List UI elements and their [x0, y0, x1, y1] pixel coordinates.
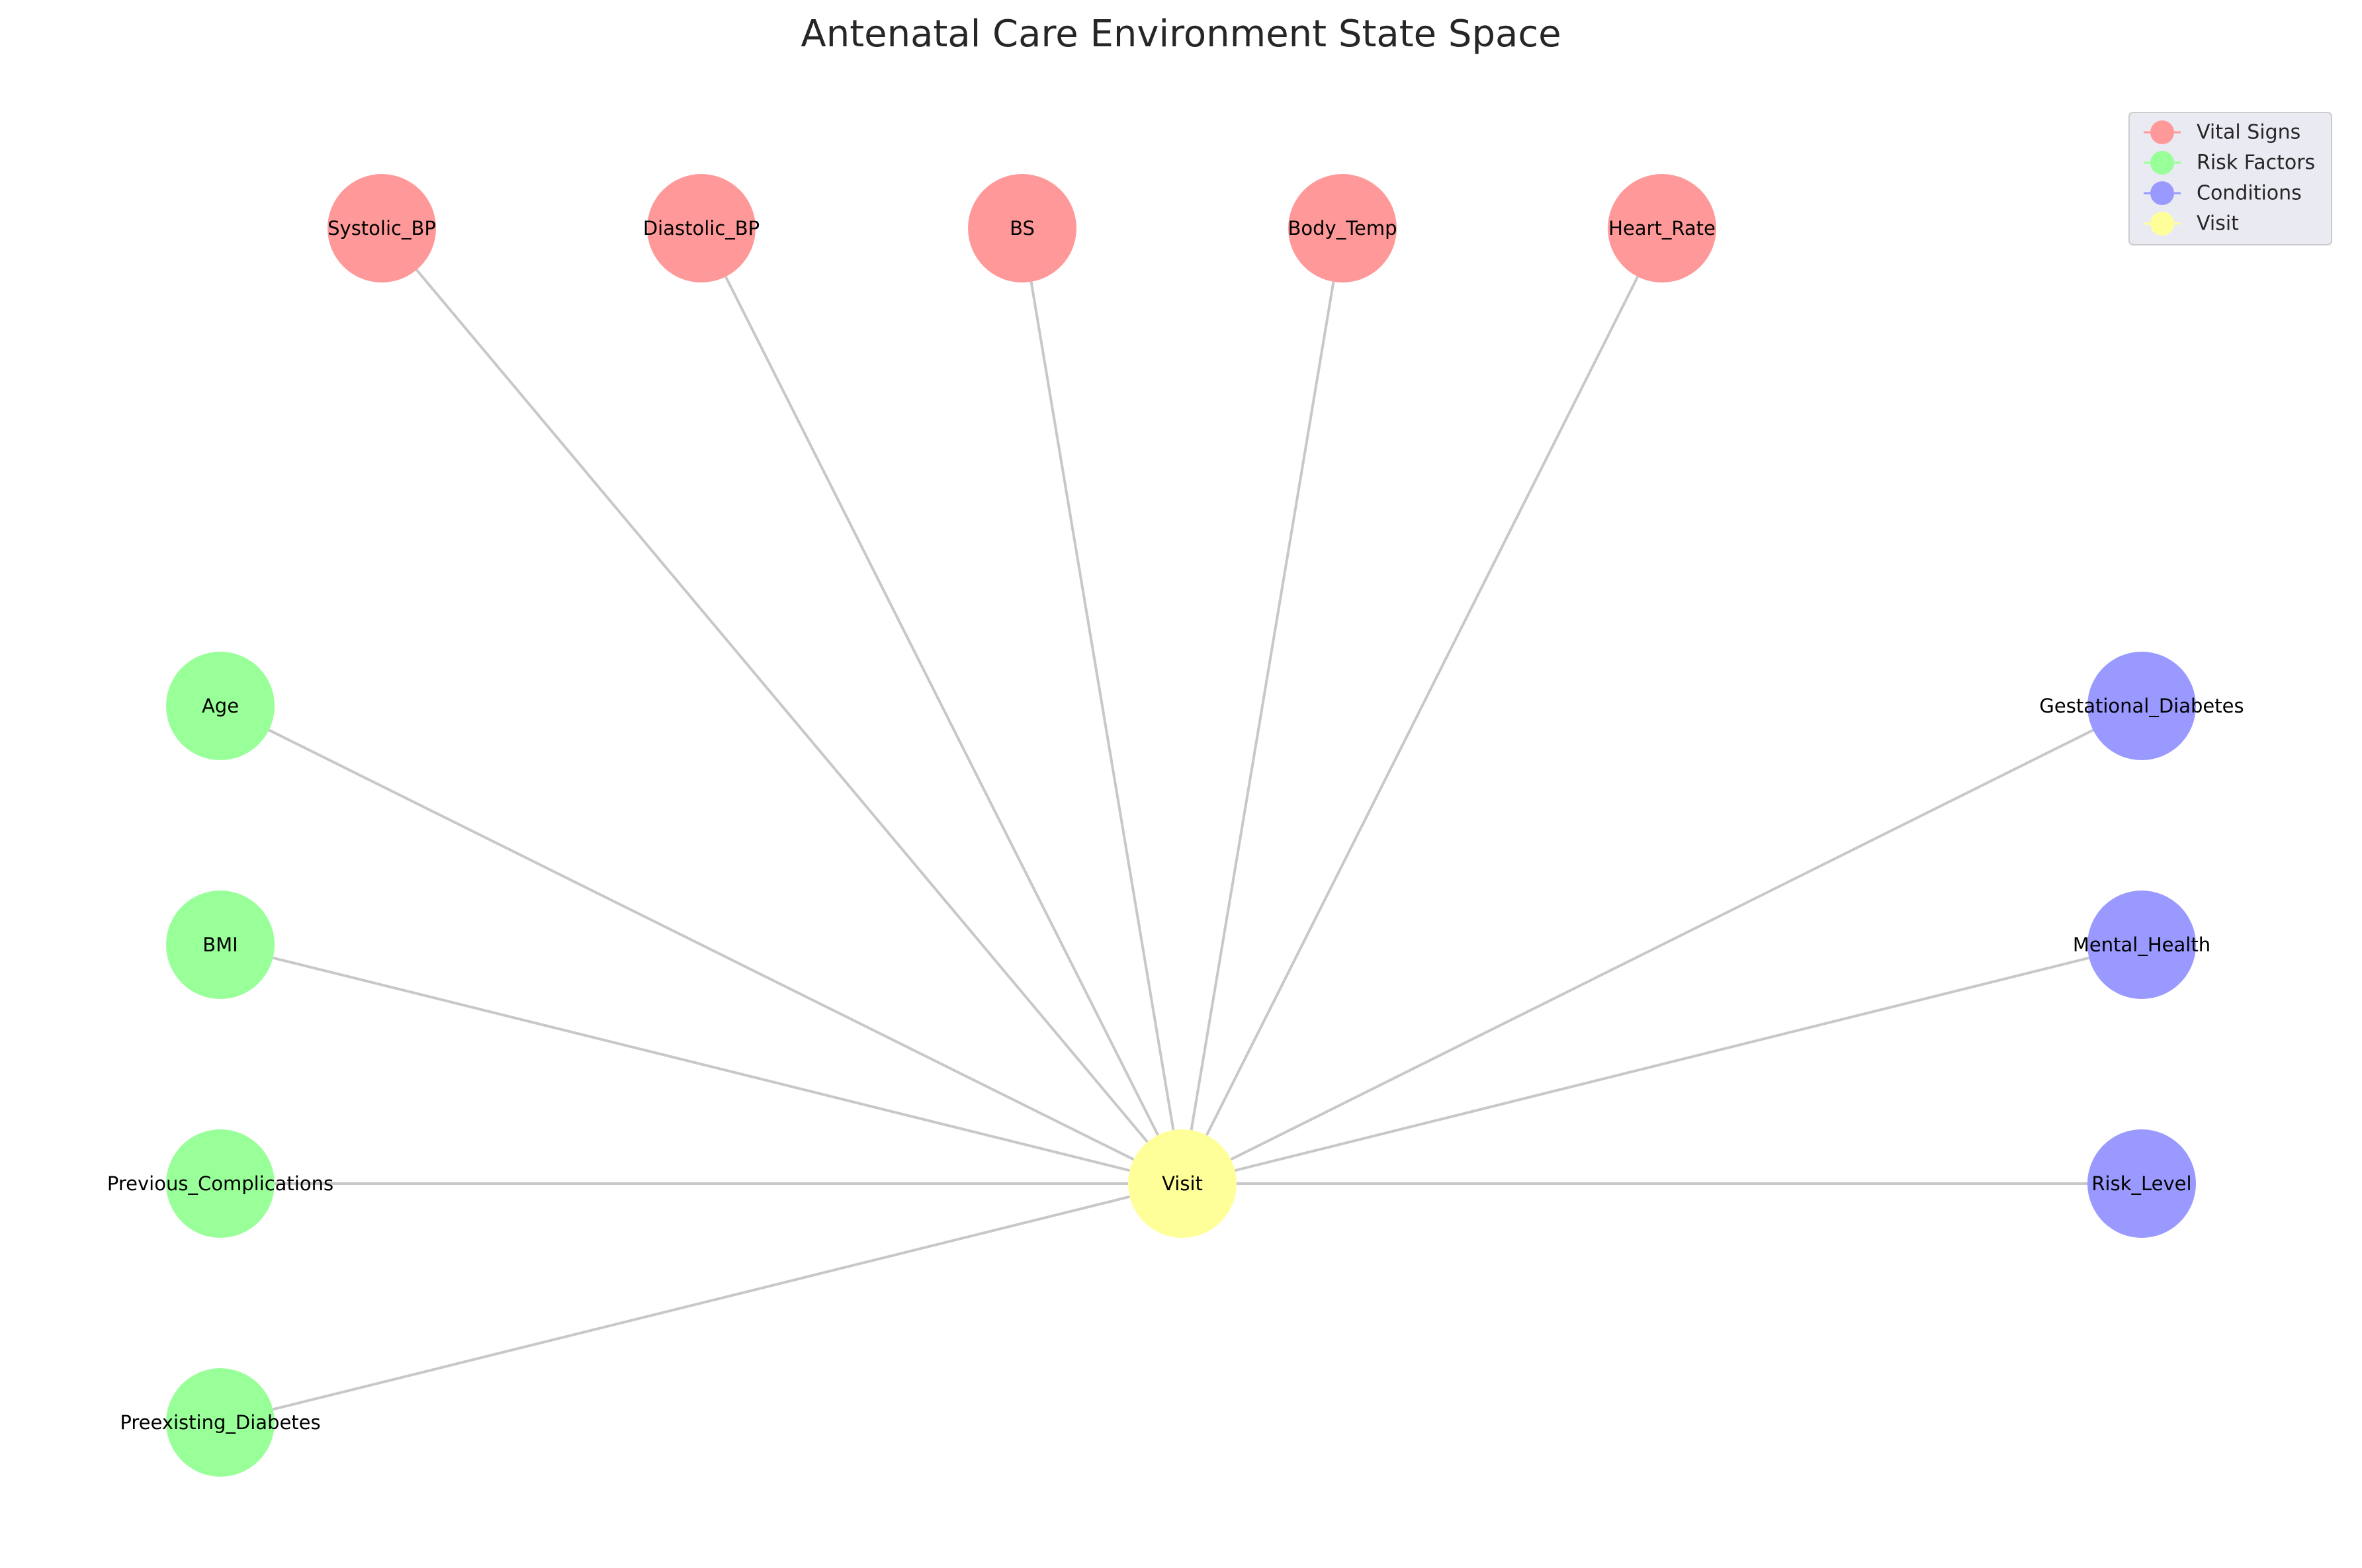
node-label-mental-health: Mental_Health — [2073, 934, 2210, 956]
legend-label-condition: Conditions — [2197, 182, 2302, 205]
node-label-gestational-diabetes: Gestational_Diabetes — [2039, 695, 2244, 717]
legend-item-vital: Vital Signs — [2144, 120, 2300, 144]
legend-marker-condition — [2150, 181, 2174, 205]
legend-item-risk: Risk Factors — [2144, 151, 2315, 175]
legend-marker-vital — [2150, 120, 2174, 144]
diagram-title: Antenatal Care Environment State Space — [801, 13, 1561, 56]
node-circle-risk-level — [2087, 1129, 2196, 1238]
node-visit: Visit — [1128, 1129, 1237, 1238]
node-circle-body-temp — [1288, 174, 1397, 283]
node-label-age: Age — [202, 695, 239, 717]
node-body-temp: Body_Temp — [1288, 174, 1397, 283]
edge-visit-mental-health — [1235, 956, 2089, 1172]
edges-layer — [268, 269, 2094, 1411]
node-bmi: BMI — [166, 891, 275, 999]
node-circle-systolic-bp — [328, 174, 436, 283]
node-heart-rate: Heart_Rate — [1608, 174, 1716, 283]
node-circle-gestational-diabetes — [2087, 652, 2196, 760]
node-label-diastolic-bp: Diastolic_BP — [643, 217, 760, 240]
nodes-layer: Systolic_BP Diastolic_BP BS Body_Temp Heart_… — [107, 174, 2244, 1477]
legend-marker-risk — [2150, 151, 2174, 175]
edge-visit-body-temp — [1190, 281, 1335, 1131]
legend-marker-visit — [2150, 212, 2174, 236]
node-circle-preexisting-diabetes — [166, 1368, 275, 1477]
node-label-bmi: BMI — [202, 934, 238, 956]
node-circle-age — [166, 652, 275, 760]
node-circle-bmi — [166, 891, 275, 999]
node-label-systolic-bp: Systolic_BP — [328, 217, 436, 240]
node-bs: BS — [968, 174, 1076, 283]
node-label-heart-rate: Heart_Rate — [1608, 217, 1716, 240]
node-label-visit: Visit — [1162, 1172, 1203, 1195]
node-circle-previous-complications — [166, 1129, 275, 1238]
node-diastolic-bp: Diastolic_BP — [643, 174, 760, 283]
node-label-risk-level: Risk_Level — [2091, 1172, 2191, 1195]
legend-label-vital: Vital Signs — [2197, 121, 2300, 144]
node-systolic-bp: Systolic_BP — [328, 174, 436, 283]
node-label-body-temp: Body_Temp — [1288, 217, 1397, 240]
node-previous-complications: Previous_Complications — [107, 1129, 333, 1238]
edge-visit-preexisting-diabetes — [273, 1195, 1130, 1411]
node-circle-heart-rate — [1608, 174, 1716, 283]
node-circle-diastolic-bp — [647, 174, 756, 283]
node-label-preexisting-diabetes: Preexisting_Diabetes — [120, 1411, 320, 1434]
edge-visit-bs — [1029, 281, 1175, 1131]
legend-box — [2128, 112, 2332, 245]
node-circle-mental-health — [2087, 891, 2196, 999]
legend-item-condition: Conditions — [2144, 181, 2302, 205]
node-circle-bs — [968, 174, 1076, 283]
legend-label-risk: Risk Factors — [2197, 152, 2315, 175]
node-circle-visit — [1128, 1129, 1237, 1238]
node-risk-level: Risk_Level — [2087, 1129, 2196, 1238]
node-gestational-diabetes: Gestational_Diabetes — [2039, 652, 2244, 760]
legend-label-visit: Visit — [2197, 212, 2239, 236]
edge-visit-age — [268, 728, 1135, 1161]
node-label-previous-complications: Previous_Complications — [107, 1172, 333, 1195]
edge-visit-gestational-diabetes — [1230, 728, 2094, 1161]
edge-visit-systolic-bp — [416, 269, 1149, 1143]
edge-visit-bmi — [273, 956, 1130, 1172]
node-age: Age — [166, 652, 275, 760]
edge-visit-heart-rate — [1205, 276, 1639, 1136]
node-label-bs: BS — [1010, 217, 1035, 240]
edge-visit-diastolic-bp — [724, 276, 1159, 1136]
legend-item-visit: Visit — [2144, 212, 2239, 236]
node-mental-health: Mental_Health — [2073, 891, 2210, 999]
node-preexisting-diabetes: Preexisting_Diabetes — [120, 1368, 321, 1477]
